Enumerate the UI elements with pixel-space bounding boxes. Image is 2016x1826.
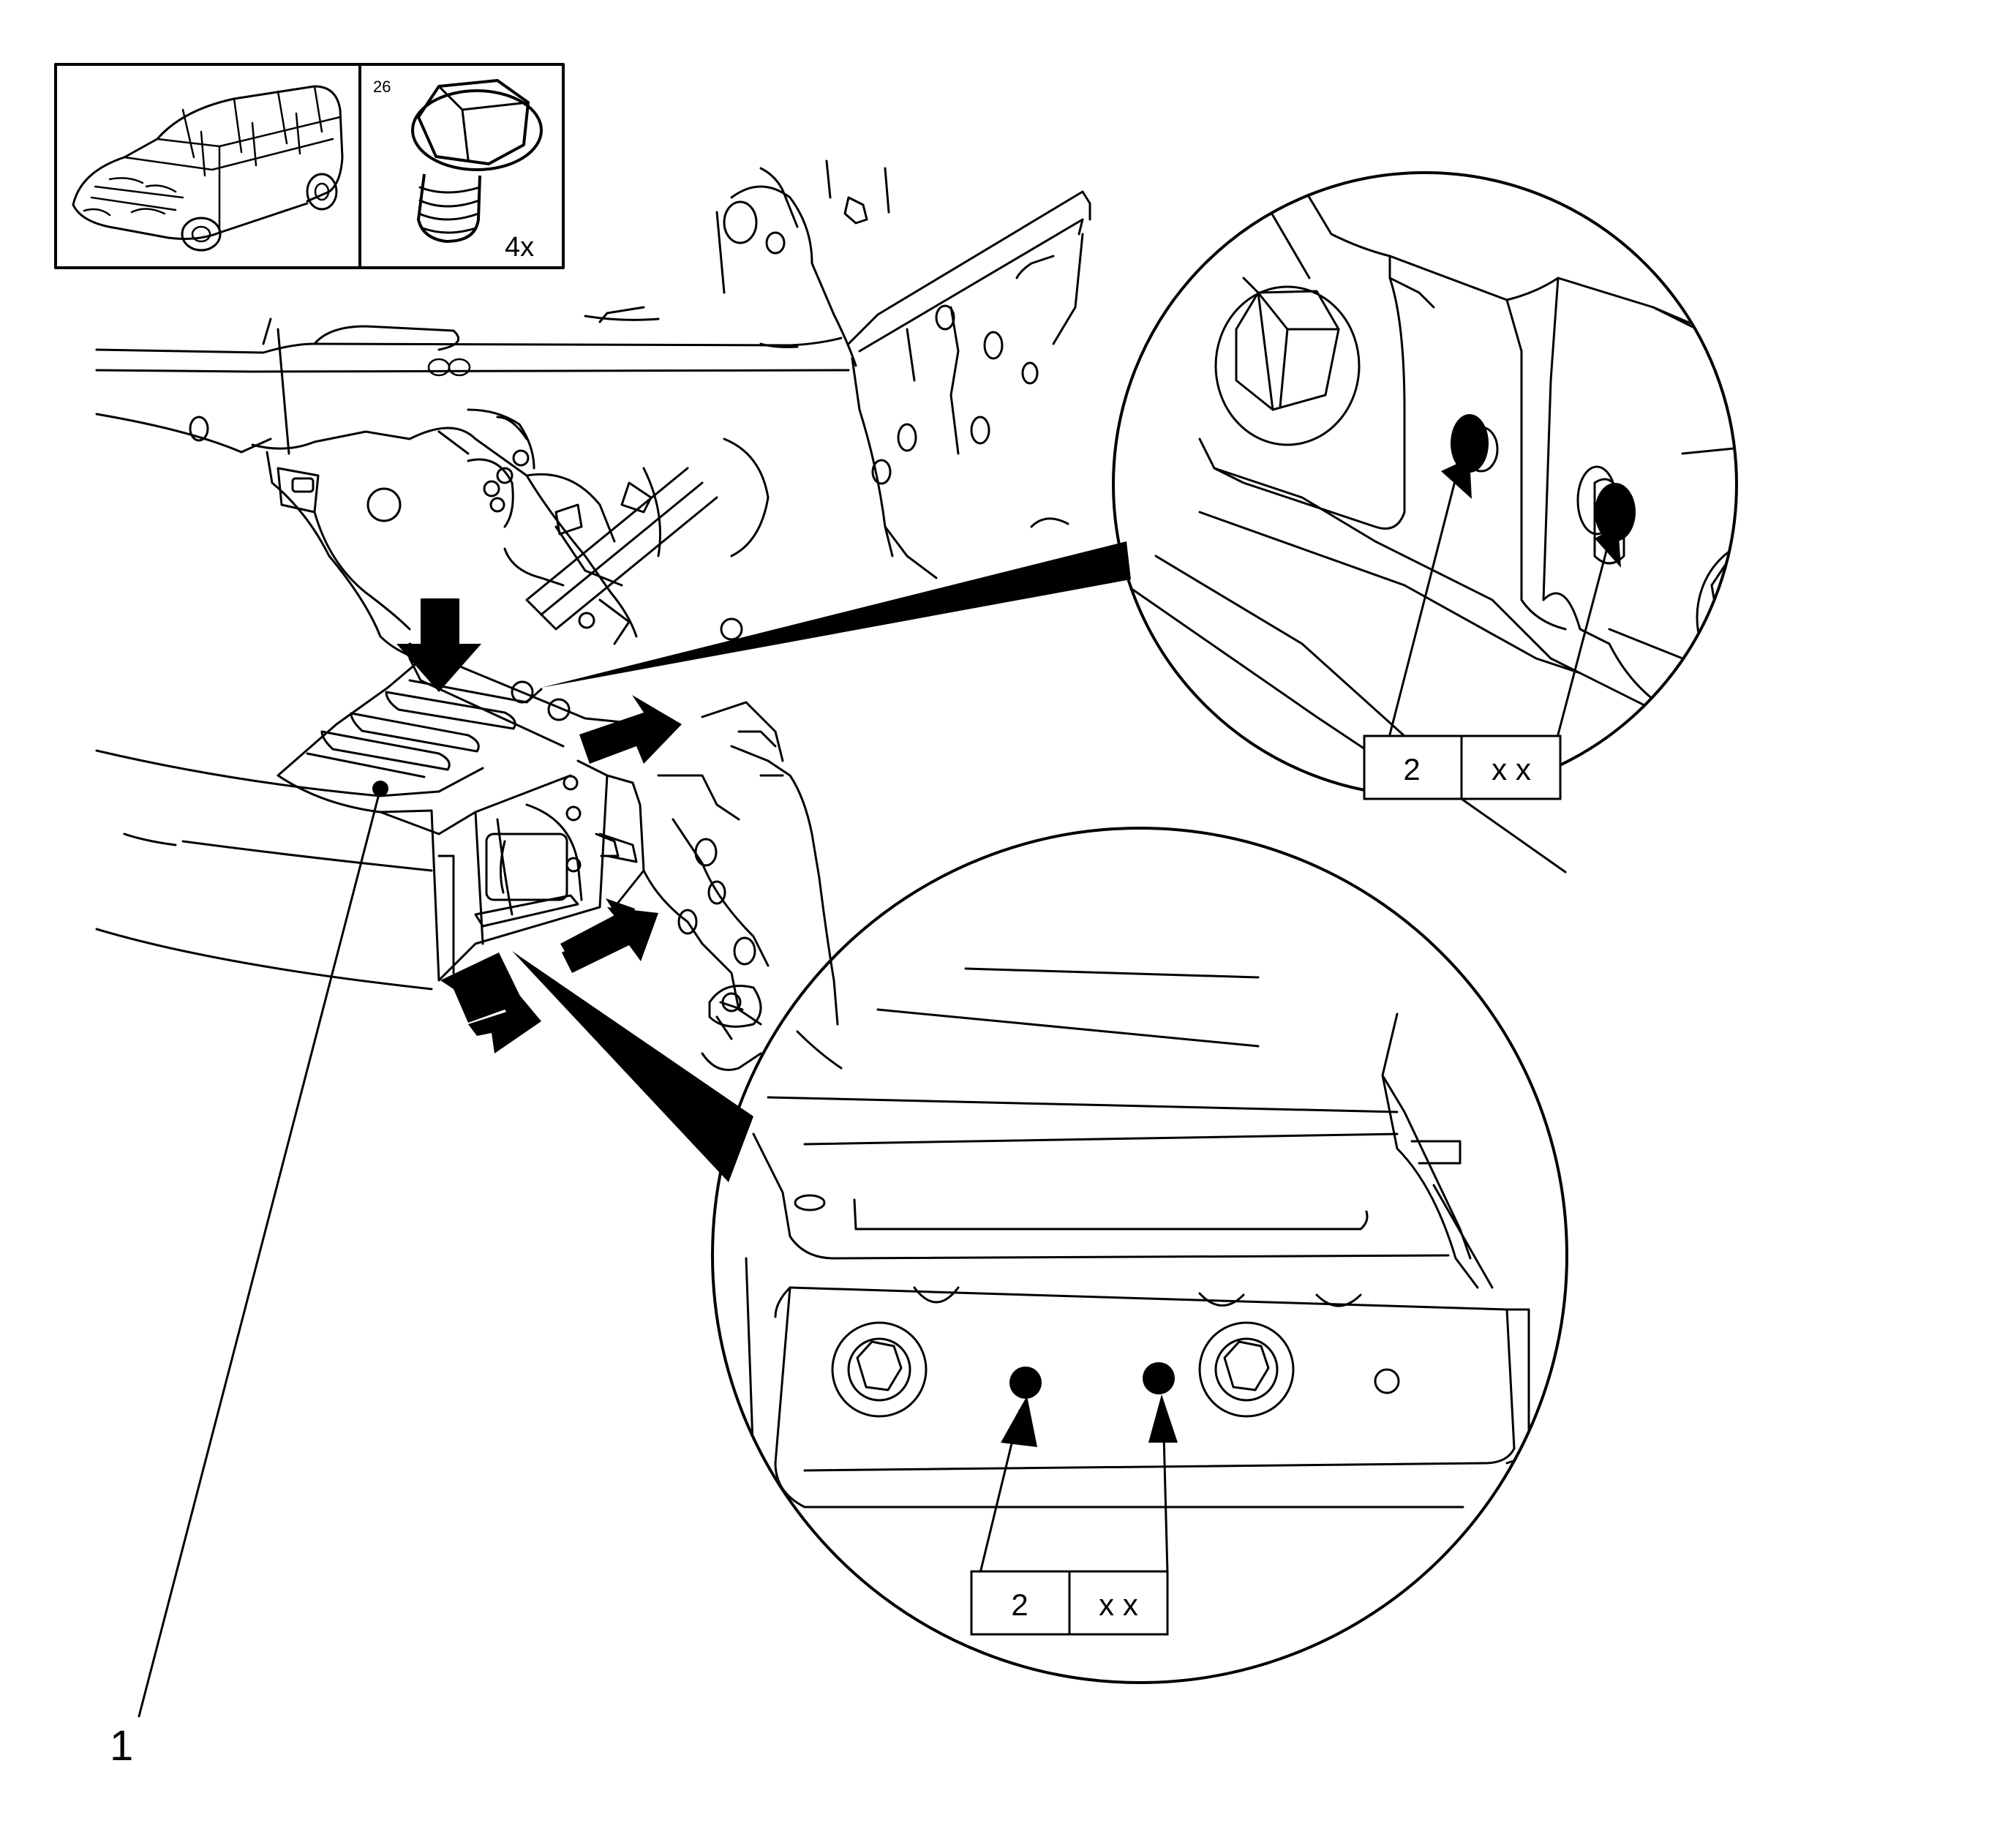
detail-view-lower: 2 x x [512,827,1568,1684]
legend-quantity: 4x [505,232,534,263]
legend-box: 26 4x [54,63,565,269]
vehicle-body-icon [72,85,344,252]
bolt-head-icon-upper-right [1696,537,1735,698]
detail-view-upper: 2 x x [541,171,1738,873]
weld-code-upper: x x [1492,752,1531,786]
main-assembly [95,159,1091,1718]
weld-callout-lower: 2 x x [970,1570,1169,1636]
legend-part-number: 26 [373,78,391,96]
weld-count-upper: 2 [1403,752,1420,786]
part-label-1: 1 [110,1722,133,1770]
pointer-arrow-icon [396,598,682,1053]
bolt-head-icon-lower-left [831,1321,928,1418]
weld-code-lower: x x [1099,1588,1138,1622]
bolt-head-icon-upper-left [1214,285,1361,446]
weld-count-lower: 2 [1011,1588,1028,1622]
weld-callout-upper: 2 x x [1363,734,1562,800]
bolt-head-icon-lower-right [1198,1321,1295,1418]
flange-bolt-icon [411,79,543,243]
